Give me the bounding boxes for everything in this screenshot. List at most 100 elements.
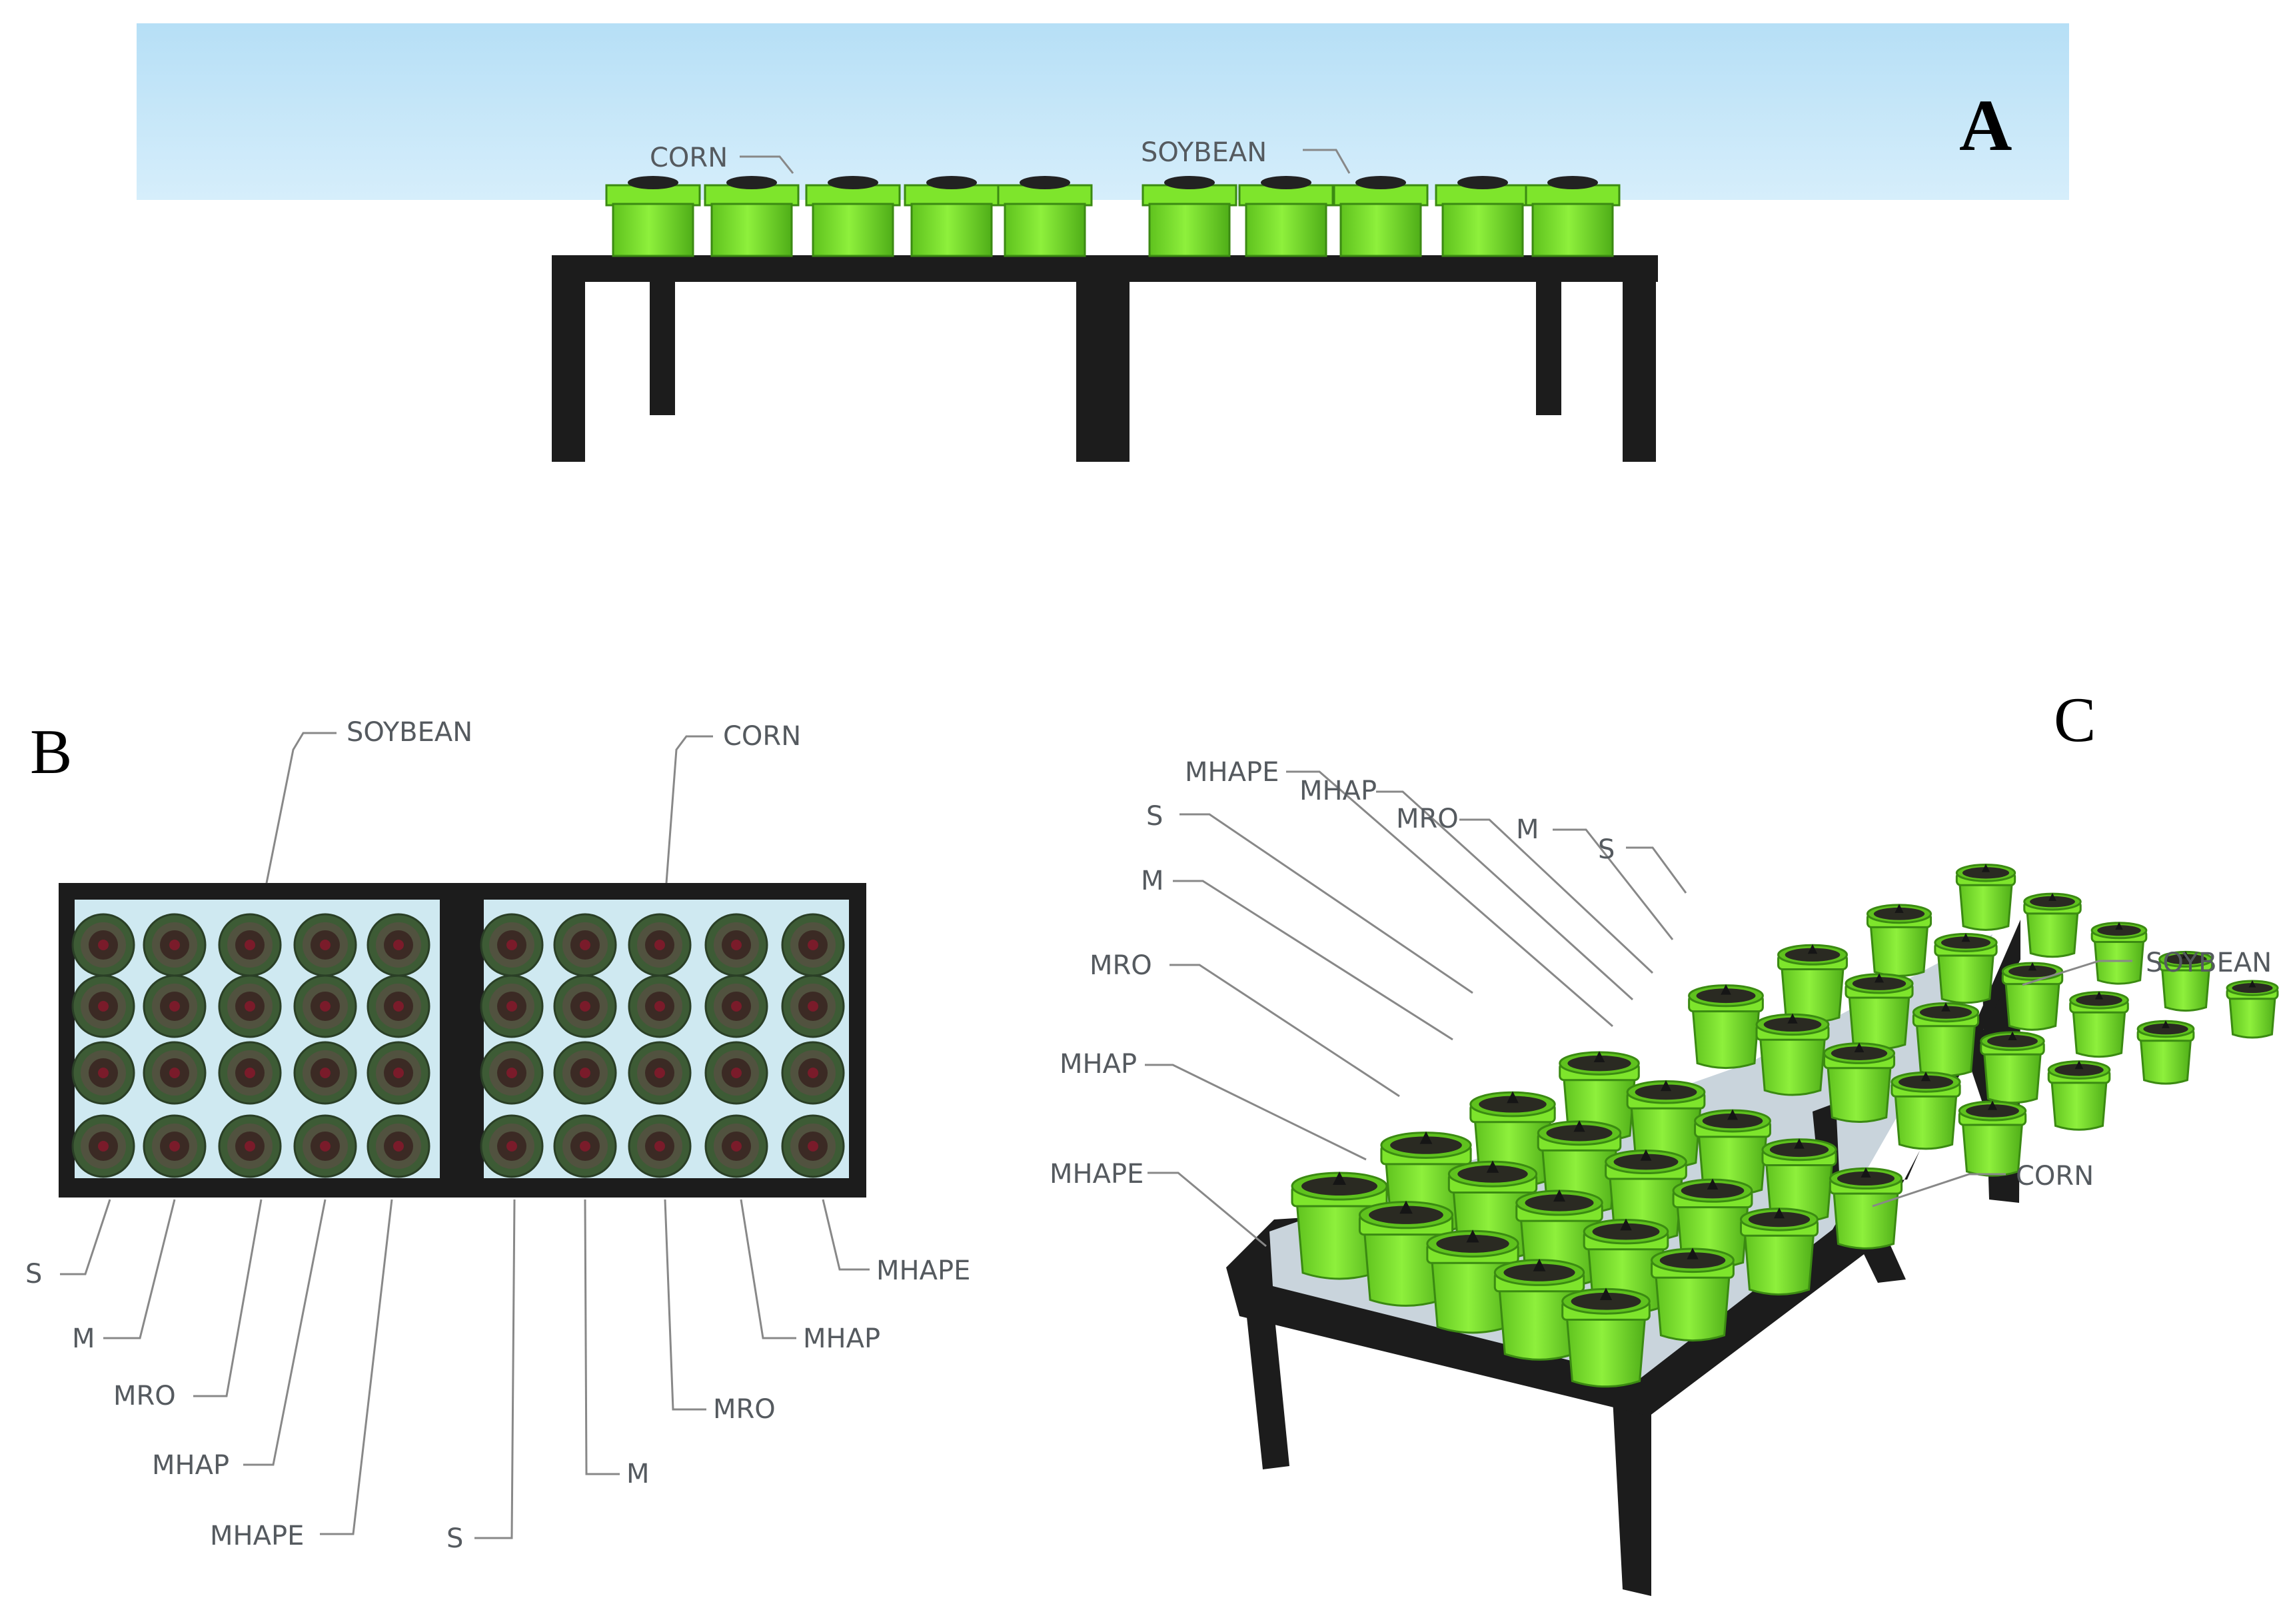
pot-top (628, 1041, 692, 1105)
pot-perspective (1934, 933, 1998, 1004)
pot-top (781, 1041, 845, 1105)
leader-b-m-right (584, 1199, 620, 1475)
pot-perspective (1845, 973, 1914, 1050)
panel-c: C MHAPE MHAP MRO M S S (1050, 684, 2279, 1596)
pot-top (71, 913, 135, 977)
pot-top (781, 974, 845, 1038)
pot-top (218, 1114, 282, 1178)
label-b-mro-left: MRO (113, 1381, 176, 1411)
bottom-labels-left: S M MRO MHAP MHAPE (25, 1199, 393, 1551)
label-b-mhape-right: MHAPE (876, 1255, 970, 1286)
pot-perspective (1739, 1208, 1819, 1295)
pot-top (367, 974, 430, 1038)
pot-perspective (1866, 904, 1932, 977)
pot-perspective (2001, 962, 2064, 1031)
pot-perspective (1955, 864, 2016, 931)
pot-row-front-view (605, 176, 1621, 257)
pot-top (704, 1041, 768, 1105)
panel-b: B SOYBEAN CORN S M MRO MHAP MHAPE S M MR… (25, 716, 970, 1554)
label-c-s-left: S (1146, 801, 1163, 832)
pot-perspective (1980, 1031, 2045, 1104)
pot-side (904, 176, 1000, 257)
pot-top (218, 974, 282, 1038)
leader-b-mro-left (193, 1199, 263, 1397)
pot-top (367, 1114, 430, 1178)
pot-top (480, 974, 544, 1038)
pot-top (704, 1114, 768, 1178)
leader-b-s-left (60, 1199, 111, 1275)
label-c-mhap-left: MHAP (1060, 1049, 1137, 1080)
pot-side (605, 176, 701, 257)
pot-array-perspective (1291, 864, 2279, 1388)
pot-top (293, 974, 357, 1038)
pot-top (553, 913, 617, 977)
pot-top (293, 913, 357, 977)
label-c-mhape-back: MHAPE (1185, 757, 1279, 788)
bottom-labels-right: S M MRO MHAP MHAPE (446, 1199, 970, 1554)
panel-letter-a: A (1959, 85, 2012, 166)
pot-top (781, 1114, 845, 1178)
left-labels: S M MRO MHAP MHAPE (1050, 801, 1473, 1247)
pot-perspective (2136, 1020, 2195, 1085)
pot-perspective (2023, 892, 2082, 958)
corn-label-a: CORN (650, 143, 728, 173)
label-c-corn: CORN (2016, 1161, 2094, 1192)
leader-b-mhape-left (320, 1199, 393, 1535)
pot-top (553, 1041, 617, 1105)
leader-c-mhap-left (1145, 1064, 1367, 1161)
label-c-mhap-back: MHAP (1299, 776, 1377, 806)
pot-side (1238, 176, 1334, 257)
pot-top (553, 1114, 617, 1178)
sky-background (137, 23, 2069, 200)
pot-top (781, 913, 845, 977)
pot-perspective (2069, 991, 2129, 1058)
pot-perspective (1561, 1287, 1651, 1388)
leader-b-mhap-left (243, 1199, 327, 1466)
pot-top (71, 974, 135, 1038)
label-c-mro-back: MRO (1396, 804, 1459, 834)
label-b-mhap-right: MHAP (803, 1323, 880, 1354)
leader-c-soybean (2022, 960, 2132, 986)
pot-side (1142, 176, 1237, 257)
pot-top (628, 913, 692, 977)
pot-top (480, 1041, 544, 1105)
pot-perspective (1891, 1071, 1961, 1150)
label-b-mhap-left: MHAP (152, 1450, 229, 1481)
soybean-leader-b (265, 732, 337, 884)
pot-top (293, 1114, 357, 1178)
label-c-s-back: S (1598, 834, 1615, 865)
pot-top (367, 913, 430, 977)
pot-perspective (2158, 950, 2213, 1012)
leader-c-mro-left (1169, 964, 1400, 1098)
leader-c-mhape-left (1147, 1172, 1267, 1247)
corn-leader-a (740, 155, 794, 174)
pot-perspective (1761, 1138, 1837, 1223)
pot-side (1333, 176, 1429, 257)
soybean-label-b: SOYBEAN (347, 717, 472, 748)
pot-top (628, 1114, 692, 1178)
pot-grid-top-view (71, 913, 845, 1178)
pot-side (1435, 176, 1531, 257)
panel-letter-b: B (30, 716, 72, 787)
pot-perspective (2090, 922, 2148, 985)
soybean-leader-a (1303, 149, 1351, 174)
pot-perspective (1777, 944, 1848, 1024)
pot-perspective (1829, 1167, 1903, 1249)
leader-b-m-left (103, 1199, 176, 1339)
label-c-m-left: M (1141, 866, 1164, 896)
back-labels: MHAPE MHAP MRO M S (1185, 757, 1687, 1028)
label-b-mro-right: MRO (713, 1394, 776, 1425)
pot-perspective (1651, 1247, 1735, 1342)
pot-top (143, 913, 207, 977)
pot-perspective (1493, 1258, 1585, 1361)
pot-side (805, 176, 901, 257)
pot-side (997, 176, 1093, 257)
label-c-soybean: SOYBEAN (2146, 948, 2272, 978)
leader-c-s-back (1626, 846, 1687, 894)
soybean-label-a: SOYBEAN (1141, 137, 1267, 168)
pot-top (628, 974, 692, 1038)
leader-c-corn (1872, 1173, 2006, 1208)
leader-b-mro-right (664, 1199, 706, 1411)
corn-leader-b (665, 735, 713, 884)
